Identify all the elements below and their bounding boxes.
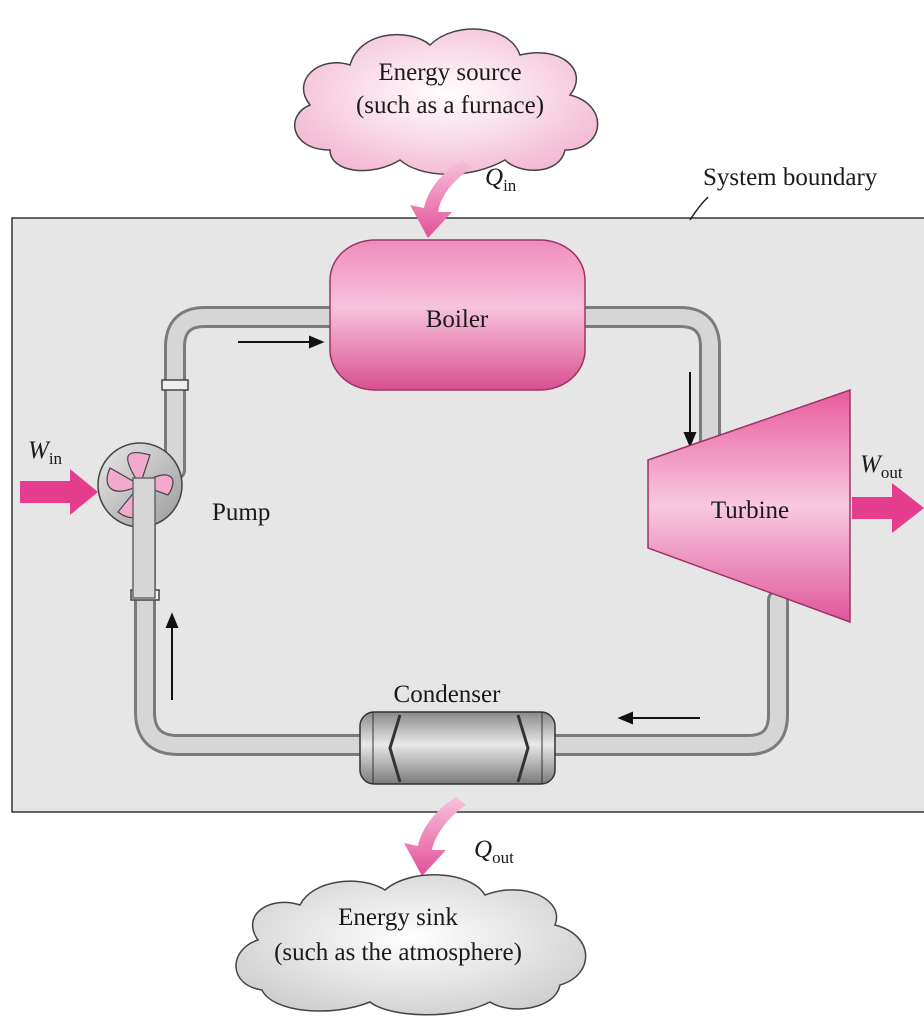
heat-in-arrow	[410, 160, 472, 238]
boiler	[329, 239, 586, 391]
energy-sink-cloud	[235, 874, 587, 1016]
pump-label: Pump	[212, 499, 270, 526]
work-in-arrow	[20, 469, 98, 515]
condenser	[359, 711, 556, 785]
q-in-label: Qin	[485, 164, 517, 195]
energy-source-line2: (such as a furnace)	[356, 92, 544, 119]
work-in-label: Win	[28, 437, 63, 468]
work-out-label: Wout	[860, 451, 903, 482]
condenser-label: Condenser	[394, 681, 502, 708]
boiler-label: Boiler	[426, 306, 489, 333]
system-boundary-label: System boundary	[703, 164, 878, 191]
turbine-label: Turbine	[711, 497, 789, 524]
pipe-coupling-upper	[161, 379, 189, 391]
heat-out-arrow	[404, 797, 466, 876]
q-out-label: Qout	[474, 836, 514, 867]
pump	[97, 442, 183, 599]
energy-sink-line1: Energy sink	[338, 904, 458, 931]
energy-source-line1: Energy source	[378, 59, 521, 86]
work-out-arrow	[852, 483, 924, 533]
energy-sink-line2: (such as the atmosphere)	[274, 939, 522, 966]
flow-arrows	[165, 335, 700, 725]
turbine	[647, 388, 851, 624]
system-boundary-leader	[689, 196, 709, 221]
pipe-loop	[134, 306, 789, 756]
